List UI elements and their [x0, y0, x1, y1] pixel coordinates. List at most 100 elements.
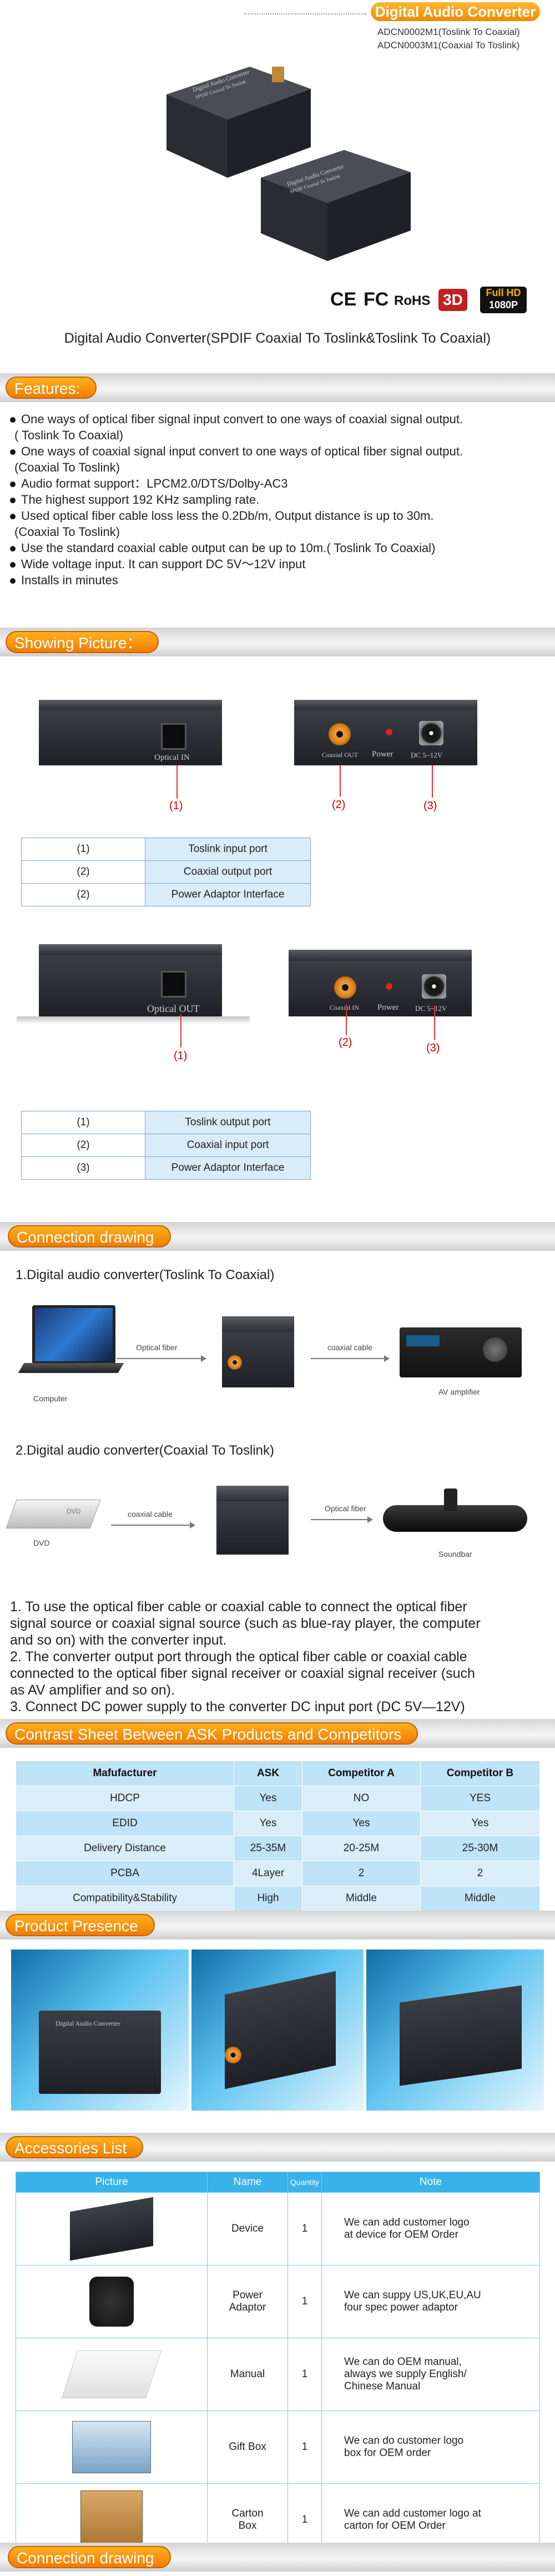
bullet-icon — [10, 449, 16, 455]
table-header: Picture Name Quantity Note — [16, 2172, 540, 2193]
instruction-line: signal source or coaxial signal source (… — [10, 1616, 481, 1631]
gift-box-thumb — [72, 2421, 151, 2473]
accessories-table: Picture Name Quantity Note Device 1 We c… — [16, 2172, 540, 2557]
header-dotted-line — [244, 13, 366, 14]
connection-instructions: 1. To use the optical fiber cable or coa… — [10, 1598, 543, 1715]
power-led — [386, 729, 392, 735]
port-table-2: (1)Toslink output port (2)Coaxial input … — [21, 1111, 311, 1180]
amp-display — [406, 1335, 440, 1346]
converter-image-2 — [205, 1486, 300, 1563]
table-row: (3)Power Adaptor Interface — [21, 1156, 311, 1180]
feature-item: Used optical fiber cable loss less the 0… — [10, 508, 543, 524]
bullet-icon — [10, 514, 16, 520]
presence-photo-1: Digital Audio Converter — [11, 1949, 189, 2111]
dc-label: DC 5~12V — [415, 1004, 447, 1013]
optical-port — [161, 971, 186, 998]
coaxial-out-label: Coaxial OUT — [322, 751, 358, 759]
coaxial-port — [228, 1355, 242, 1370]
fiber-label-2: Optical fiber — [325, 1504, 366, 1513]
dvd-label: DVD — [33, 1538, 50, 1547]
fiber-label: Optical fiber — [136, 1343, 178, 1352]
device-body — [39, 710, 222, 765]
device-shadow — [17, 1016, 250, 1024]
bullet-icon — [10, 546, 16, 552]
3d-logo: 3D — [438, 289, 467, 311]
accessories-section-bar: Accessories List — [0, 2133, 555, 2162]
page-subtitle: Digital Audio Converter(SPDIF Coaxial To… — [64, 330, 491, 346]
carton-box-thumb — [80, 2490, 143, 2549]
laptop-base — [18, 1363, 124, 1373]
device2-left-photo: Optical OUT — [17, 944, 250, 1028]
bullet-icon — [10, 562, 16, 568]
laptop-screen — [32, 1305, 115, 1364]
coaxial-port — [329, 723, 351, 745]
table-row: (2)Coaxial input port — [21, 1134, 311, 1157]
device1-left-photo: Optical IN — [39, 700, 222, 772]
fc-logo: FC — [364, 289, 389, 310]
coax-label: coaxial cable — [327, 1343, 372, 1352]
fullhd-logo: Full HD 1080P — [480, 287, 527, 313]
table-row: Power Adaptor 1 We can suppy US,UK,EU,AU… — [16, 2265, 540, 2338]
callout-pin — [432, 765, 433, 798]
fiber-arrow — [117, 1355, 206, 1362]
model-line-1: ADCN0002M1(Toslink To Coaxial) — [377, 27, 520, 37]
instruction-line: 3. Connect DC power supply to the conver… — [10, 1699, 465, 1715]
feature-item: One ways of coaxial signal input convert… — [10, 443, 543, 459]
device-top-edge — [39, 944, 222, 955]
converter-image-1 — [211, 1316, 305, 1400]
features-section-bar: Features: — [0, 373, 555, 402]
device-top-text: Digital Audio Converter — [56, 2019, 120, 2027]
table-row: Manual 1 We can do OEM manual,always we … — [16, 2338, 540, 2411]
ce-logo: CE — [330, 289, 357, 310]
fiber-arrow-2 — [311, 1516, 373, 1523]
model-line-2: ADCN0003M1(Coaxial To Toslink) — [377, 40, 520, 51]
callout-pin — [346, 1004, 347, 1035]
feature-item: Installs in minutes — [10, 572, 543, 588]
computer-image — [18, 1305, 124, 1389]
device-body — [39, 2011, 161, 2094]
coaxial-in-label: Coaxial IN — [330, 1004, 359, 1011]
callout-pin — [176, 765, 178, 799]
callout-1: (1) — [169, 800, 183, 812]
fullhd-res: 1080P — [488, 299, 518, 310]
rohs-logo: RoHS — [394, 293, 431, 308]
optical-in-label: Optical IN — [154, 753, 190, 762]
diagram1-title: 1.Digital audio converter(Toslink To Coa… — [16, 1267, 275, 1282]
device-body — [225, 1971, 336, 2089]
contrast-table: Mafufacturer ASK Competitor A Competitor… — [16, 1761, 540, 1911]
instruction-line: as AV amplifier and so on). — [10, 1682, 175, 1698]
dvd-body — [6, 1500, 101, 1528]
coax-label-2: coaxial cable — [128, 1510, 173, 1518]
dc-port — [419, 721, 443, 745]
callout-2: (2) — [339, 1036, 352, 1049]
dc-port — [422, 974, 446, 999]
fullhd-text: Full HD — [486, 287, 521, 298]
soundbar-image — [383, 1489, 533, 1544]
feature-item: Wide voltage input. It can support DC 5V… — [10, 556, 543, 572]
footer-heading: Connection drawing — [8, 2546, 171, 2568]
instruction-line: 1. To use the optical fiber cable or coa… — [10, 1599, 467, 1615]
product-hero-image: Digital Audio Converter SPDIF Coaxial To… — [167, 44, 411, 267]
coaxial-port — [225, 2047, 241, 2063]
accessories-heading: Accessories List — [6, 2136, 144, 2158]
power-adaptor-thumb — [89, 2277, 134, 2327]
showing-section-bar: Showing Picture： — [0, 628, 555, 656]
feature-sub: ( Toslink To Coaxial) — [14, 428, 124, 442]
device-body — [400, 1985, 522, 2086]
feature-item: One ways of optical fiber signal input c… — [10, 411, 543, 427]
power-label: Power — [377, 1003, 399, 1012]
callout-3: (3) — [423, 800, 437, 812]
device2-right-photo: Coaxial IN Power DC 5~12V — [289, 950, 472, 1028]
optical-port — [161, 723, 186, 750]
optical-out-label: Optical OUT — [147, 1003, 200, 1014]
table-row: (2)Coaxial output port — [21, 860, 311, 884]
showing-heading: Showing Picture： — [6, 631, 159, 653]
device-top-edge — [222, 1316, 294, 1332]
presence-photo-2 — [191, 1949, 364, 2111]
presence-photo-3 — [366, 1949, 544, 2111]
table-row: (1)Toslink output port — [21, 1111, 311, 1134]
